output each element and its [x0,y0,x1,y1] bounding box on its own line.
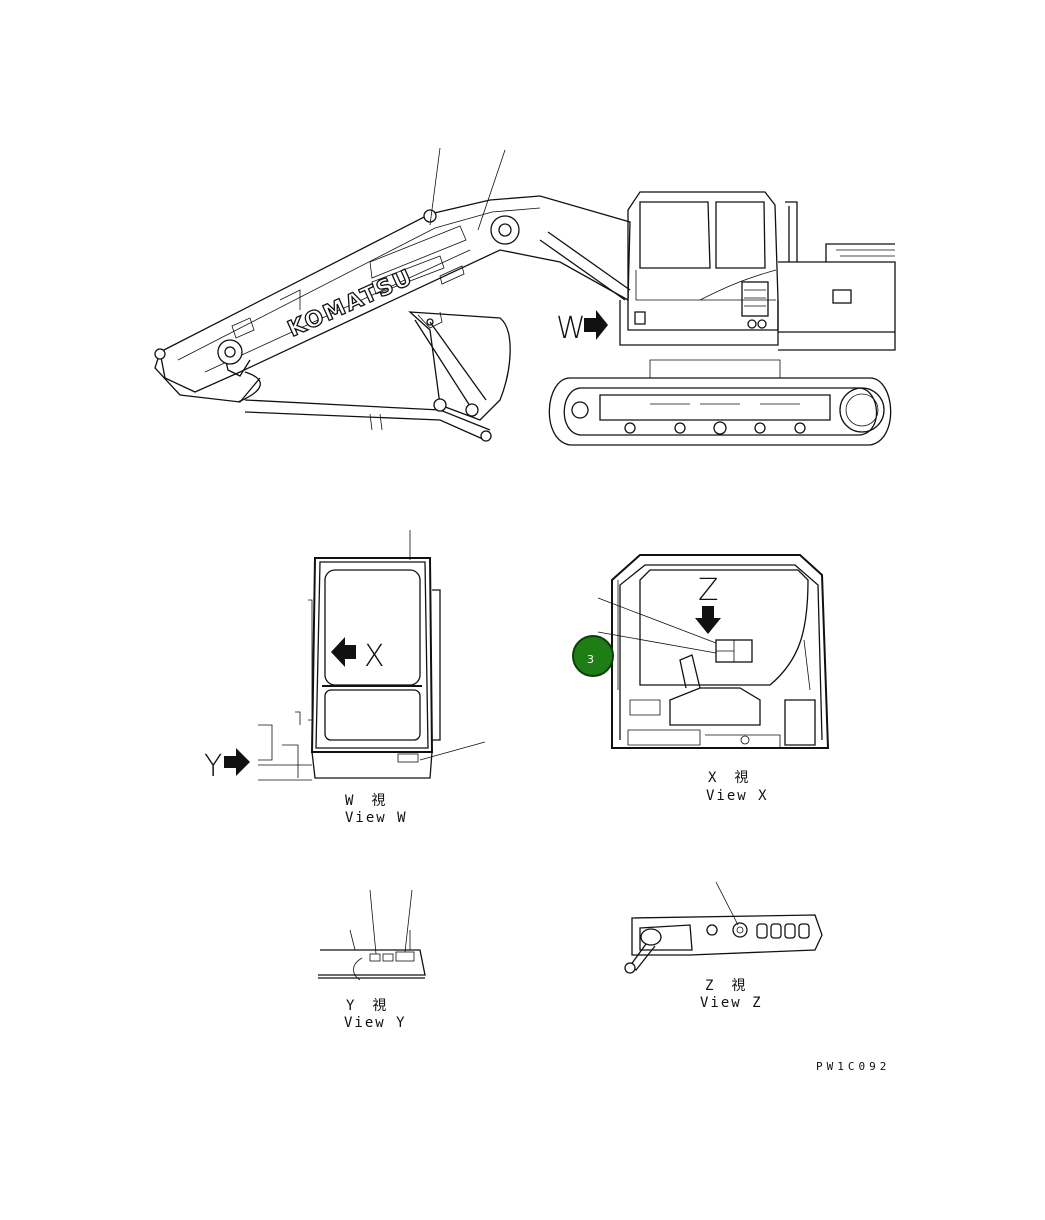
view-x-caption-en: View X [706,788,769,804]
view-x-caption-jp: X 視 [708,770,750,786]
view-w-marker: W [556,311,586,346]
view-z-caption-jp: Z 視 [705,978,747,994]
view-x-marker: X [364,639,385,674]
view-z-drawing: Z 視 View Z [624,881,823,1011]
view-w-caption-en: View W [345,810,408,826]
view-w-drawing: X Y W 視 View W [204,530,486,826]
view-y-arrow [224,748,250,776]
callout-badge-number: 3 [587,653,594,666]
view-x-drawing: Z 3 X 視 View X [572,554,830,804]
view-w-caption-jp: W 視 [345,793,387,809]
view-y-caption-jp: Y 視 [346,998,388,1014]
view-z-arrow [695,606,721,634]
callout-badge [572,635,614,677]
view-y-marker: Y [204,749,222,784]
view-z-marker: Z [698,573,719,608]
komatsu-logo: KOMATSU [284,265,417,343]
drawing-code: PW1C092 [816,1060,890,1073]
view-w-arrow [584,310,608,340]
view-z-caption-en: View Z [700,995,763,1011]
view-x-arrow [331,637,356,667]
view-y-drawing: Y 視 View Y [318,889,426,1031]
excavator-side-view: KOMATSU W [154,147,896,446]
view-y-caption-en: View Y [344,1015,407,1031]
